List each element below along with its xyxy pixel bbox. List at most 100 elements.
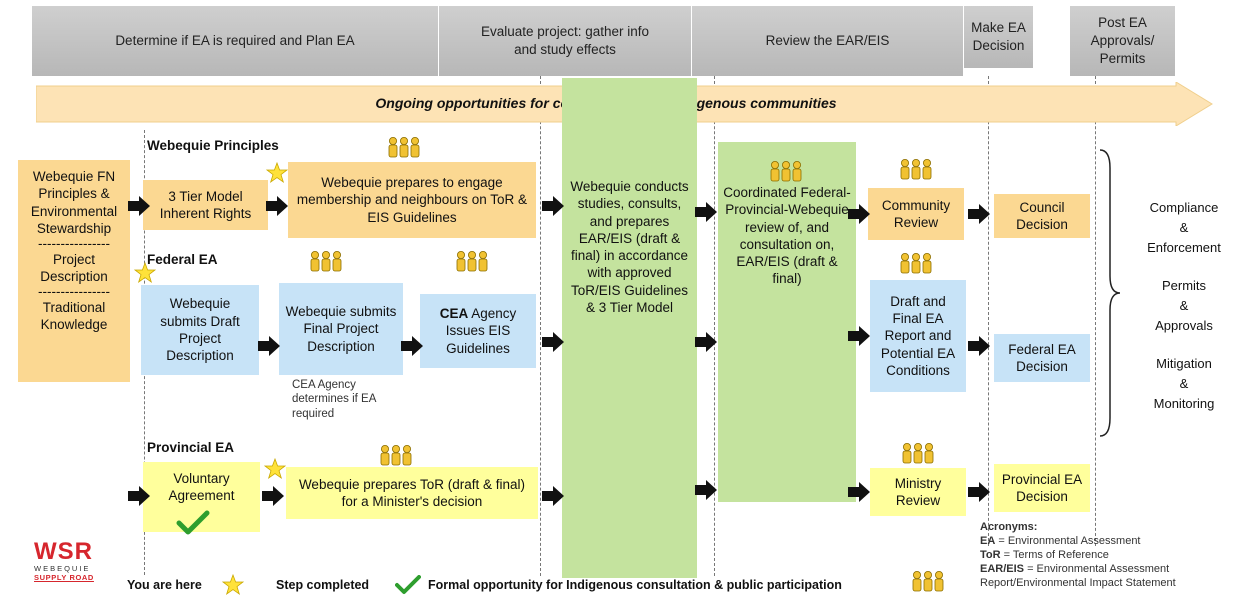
traditional-knowledge-text: Traditional Knowledge — [40, 299, 108, 332]
community-review-text: Community Review — [881, 197, 951, 230]
divider-line — [1095, 76, 1096, 546]
acronym-value: = Environmental Assessment — [995, 535, 1141, 548]
acronym-value: = Terms of Reference — [1000, 549, 1109, 562]
final-pd-text: Webequie submits Final Project Descripti… — [285, 304, 397, 354]
coordinated-text: Coordinated Federal-Provincial-Webequie … — [723, 185, 851, 287]
final-pd-box: Webequie submits Final Project Descripti… — [279, 283, 403, 375]
arrow-right-icon — [968, 336, 990, 356]
cea-text: CEA Agency Issues EIS Guidelines — [424, 305, 532, 357]
arrow-right-icon — [542, 486, 564, 506]
post-text: Monitoring — [1153, 396, 1215, 412]
row-label-webequie: Webequie Principles — [147, 138, 279, 153]
draft-pd-text: Webequie submits Draft Project Descripti… — [160, 296, 240, 364]
studies-text: Webequie conducts studies, consults, and… — [570, 179, 689, 315]
council-decision-box: Council Decision — [994, 194, 1090, 238]
cea-rest: Agency Issues EIS Guidelines — [445, 306, 517, 356]
acronym-value: = Environmental Assessment — [1024, 563, 1170, 576]
wsr-logo: WSR WEBEQUIE SUPPLY ROAD — [34, 538, 106, 583]
logo-text: WSR — [34, 538, 93, 565]
phase-plan-label: Determine if EA is required and Plan EA — [115, 32, 355, 48]
star-icon — [222, 574, 244, 596]
phase-decision: Make EA Decision — [964, 6, 1034, 68]
phase-evaluate: Evaluate project: gather info and study … — [439, 6, 692, 76]
phase-post: Post EA Approvals/ Permits — [1070, 6, 1176, 76]
separator: ---------------- — [38, 284, 110, 300]
people-icon — [386, 136, 422, 158]
arrow-right-icon — [695, 332, 717, 352]
star-icon — [134, 262, 156, 284]
webequie-principles-box: Webequie FN Principles & Environmental S… — [18, 160, 130, 382]
provincial-decision-text: Provincial EA Decision — [1001, 471, 1083, 504]
acronym-ea: EA = Environmental Assessment — [980, 534, 1250, 548]
logo-sub1: WEBEQUIE — [34, 564, 91, 573]
post-text: & — [1179, 298, 1189, 314]
arrow-right-icon — [695, 202, 717, 222]
coordinated-review-box: Coordinated Federal-Provincial-Webequie … — [718, 142, 856, 502]
tier-model-text: 3 Tier Model Inherent Rights — [159, 188, 252, 221]
checkmark-icon — [395, 575, 421, 594]
legend-step-completed: Step completed — [276, 578, 370, 592]
post-text: Enforcement — [1147, 240, 1221, 256]
arrow-right-icon — [401, 336, 423, 356]
tor-text: Webequie prepares ToR (draft & final) fo… — [298, 476, 526, 509]
provincial-decision-box: Provincial EA Decision — [994, 464, 1090, 512]
row-label-provincial: Provincial EA — [147, 440, 235, 455]
post-text: Permits — [1161, 278, 1207, 293]
tor-box: Webequie prepares ToR (draft & final) fo… — [286, 467, 538, 519]
people-icon — [898, 252, 934, 274]
row-label-federal: Federal EA — [147, 252, 218, 267]
brace-icon — [1099, 149, 1121, 437]
people-icon — [910, 570, 946, 592]
star-icon — [264, 458, 286, 480]
arrow-right-icon — [968, 482, 990, 502]
arrow-right-icon — [695, 480, 717, 500]
phase-evaluate-label: Evaluate project: gather info and study … — [480, 23, 650, 57]
phase-post-label: Post EA Approvals/ Permits — [1090, 14, 1155, 67]
arrow-right-icon — [968, 204, 990, 224]
legend-you-are-here: You are here — [127, 578, 202, 592]
post-mitigation: Mitigation & Monitoring — [1124, 354, 1244, 414]
studies-box: Webequie conducts studies, consults, and… — [562, 78, 697, 578]
people-icon — [768, 160, 804, 182]
arrow-right-icon — [258, 336, 280, 356]
arrow-right-icon — [262, 486, 284, 506]
draft-pd-box: Webequie submits Draft Project Descripti… — [141, 285, 259, 375]
acronym-value: Report/Environmental Impact Statement — [980, 577, 1176, 590]
post-text: & — [1179, 376, 1189, 392]
separator: ---------------- — [38, 236, 110, 252]
voluntary-text: Voluntary Agreement — [168, 471, 235, 504]
principles-text: Webequie FN Principles & Environmental S… — [30, 169, 118, 236]
ministry-review-box: Ministry Review — [870, 468, 966, 516]
phase-decision-label: Make EA Decision — [971, 19, 1026, 53]
arrow-right-icon — [848, 482, 870, 502]
people-icon — [308, 250, 344, 272]
phase-review: Review the EAR/EIS — [692, 6, 964, 76]
arrow-right-icon — [848, 326, 870, 346]
post-text: Mitigation — [1156, 356, 1212, 371]
post-compliance: Compliance & Enforcement — [1124, 198, 1244, 258]
cea-bold: CEA — [439, 306, 469, 322]
people-icon — [454, 250, 490, 272]
post-permits: Permits & Approvals — [1124, 276, 1244, 336]
acronym-key: ToR — [980, 549, 1001, 562]
phase-review-label: Review the EAR/EIS — [765, 32, 890, 48]
logo-sub2: SUPPLY ROAD — [34, 573, 94, 582]
legend-formal: Formal opportunity for Indigenous consul… — [428, 578, 842, 592]
divider-line — [540, 76, 541, 576]
divider-line — [988, 76, 989, 546]
acronyms: Acronyms: EA = Environmental Assessment … — [980, 520, 1250, 590]
acronym-key: EAR/EIS — [980, 563, 1025, 576]
draft-final-ea-text: Draft and Final EA Report and Potential … — [880, 293, 956, 378]
voluntary-box: Voluntary Agreement — [143, 462, 260, 532]
post-text: & — [1179, 220, 1189, 236]
ministry-review-text: Ministry Review — [894, 475, 942, 508]
acronym-key: EA — [980, 535, 996, 548]
arrow-right-icon — [128, 486, 150, 506]
acronym-tor: ToR = Terms of Reference — [980, 548, 1250, 562]
post-text: Compliance — [1149, 200, 1219, 215]
star-icon — [266, 162, 288, 184]
people-icon — [898, 158, 934, 180]
arrow-right-icon — [848, 204, 870, 224]
phase-plan: Determine if EA is required and Plan EA — [32, 6, 439, 76]
acronym-ear: EAR/EIS = Environmental Assessment — [980, 562, 1250, 576]
